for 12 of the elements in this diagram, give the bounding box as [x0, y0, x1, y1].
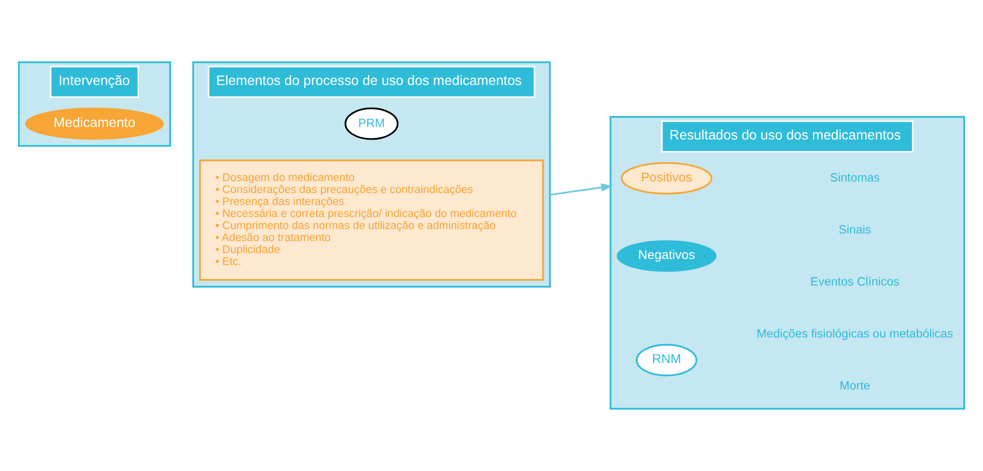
node-ellipse: PRM [344, 107, 398, 140]
node-ellipse: Positivos [620, 162, 712, 195]
node-ellipse: RNM [636, 344, 698, 376]
label: Sintomas [830, 170, 880, 184]
label: Medições fisiológicas ou metabólicas [756, 326, 954, 341]
arrow [550, 183, 614, 196]
node-ellipse: Medicamento [25, 108, 164, 140]
label: Morte [840, 378, 870, 393]
label: Eventos Clínicos [810, 274, 900, 289]
label: Sinais [838, 222, 872, 237]
node-box: • Dosagem do medicamento • Considerações das precauções e contraindicações • Presença das interações • Necessária e correta prescrição/ indicação do medicamento • Cumprimento das normas de utilização e administração • Adesão ao tratamento • Duplicidade • Etc. [199, 160, 544, 281]
node-ellipse: Negativos [616, 240, 716, 272]
